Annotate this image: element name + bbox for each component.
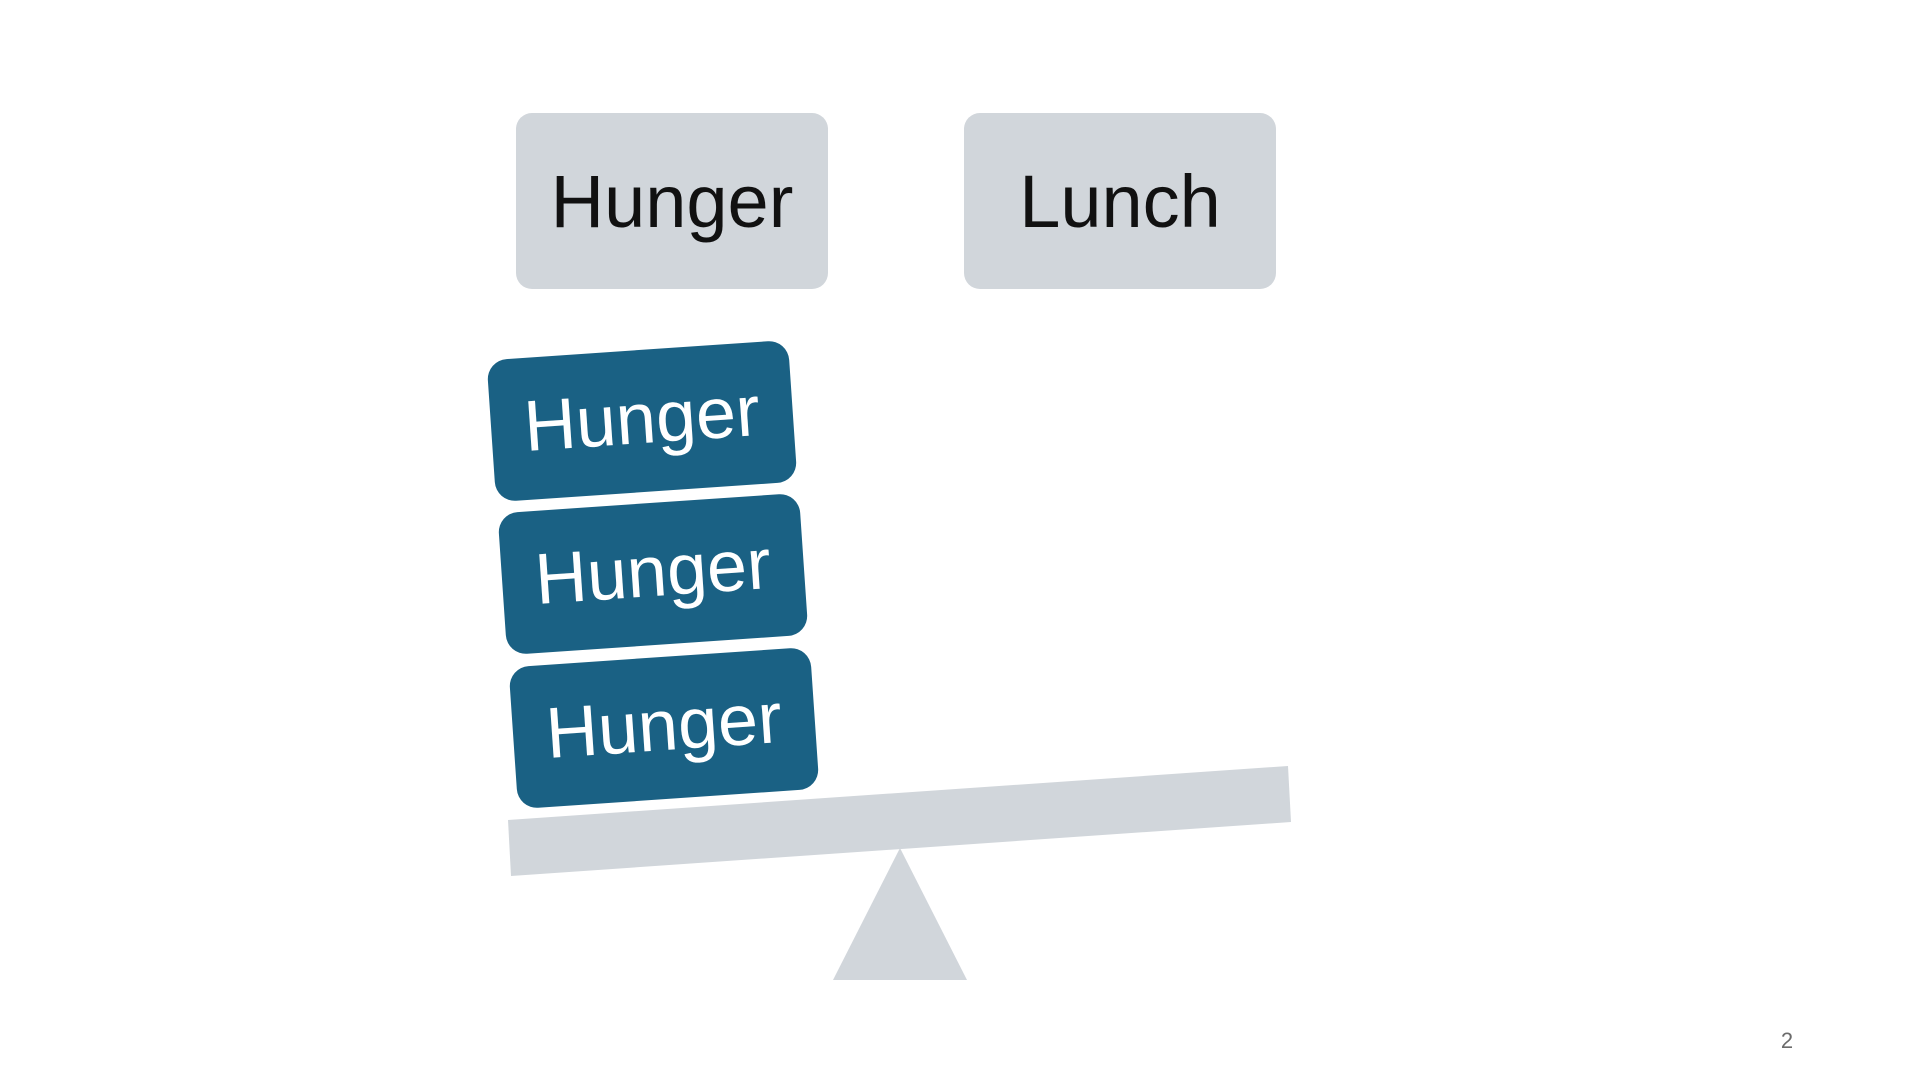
legend-hunger-label: Hunger bbox=[550, 159, 794, 243]
page-number: 2 bbox=[1780, 1028, 1794, 1053]
hunger-block-label: Hunger bbox=[532, 524, 774, 620]
seesaw-fulcrum bbox=[833, 848, 967, 980]
legend-hunger-box: Hunger bbox=[516, 113, 828, 289]
legend-lunch-label: Lunch bbox=[1019, 159, 1221, 243]
hunger-block: Hunger bbox=[497, 492, 809, 656]
hunger-block: Hunger bbox=[508, 646, 820, 810]
seesaw-plank bbox=[508, 766, 1291, 876]
hunger-block: Hunger bbox=[486, 339, 798, 503]
hunger-block-label: Hunger bbox=[543, 678, 785, 774]
hunger-block-label: Hunger bbox=[521, 371, 763, 467]
legend-lunch-box: Lunch bbox=[964, 113, 1276, 289]
